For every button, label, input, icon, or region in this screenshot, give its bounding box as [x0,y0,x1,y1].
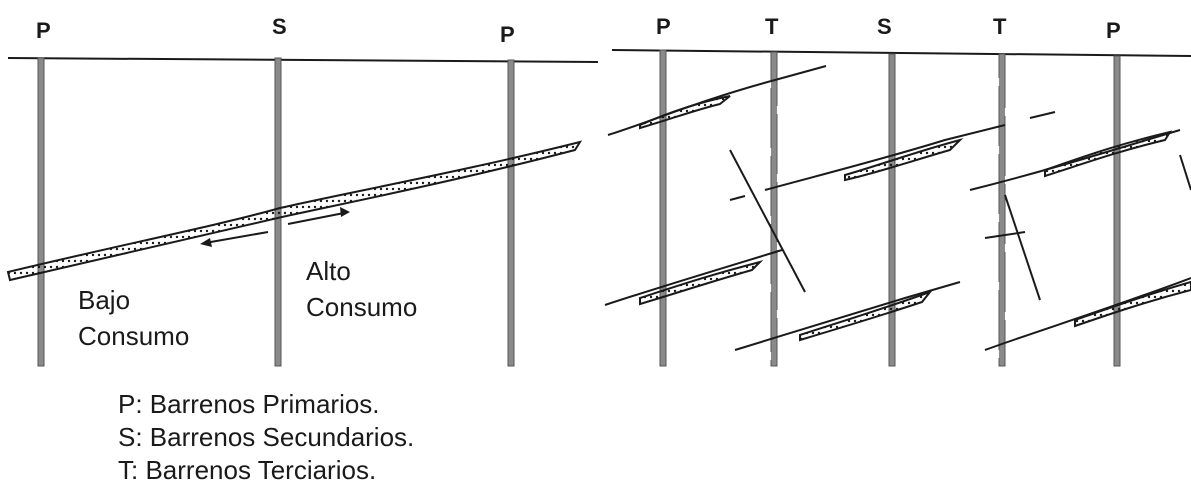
high-consumption-label-line2: Consumo [306,292,417,322]
low-consumption-arrow-head [200,238,212,247]
left-label-secondary: S [272,14,287,39]
left-vein [6,140,583,282]
right-panel: P T S T P [604,14,1191,367]
right-borehole-secondary [888,53,896,367]
right-boreholes [659,49,1121,367]
right-label-tertiary-1: T [765,14,779,39]
right-borehole-primary-1 [659,49,667,367]
right-label-primary-1: P [656,14,671,39]
right-label-tertiary-2: T [993,14,1007,39]
left-panel: P S P Bajo Consumo Alto Consumo [6,14,599,367]
right-vein-segments [604,65,1191,351]
high-consumption-label-line1: Alto [306,256,351,286]
low-consumption-label-line2: Consumo [78,321,189,351]
right-label-secondary: S [877,14,892,39]
left-label-primary-2: P [500,22,515,47]
right-free-face-line [611,49,1191,57]
legend-item-primary: P: Barrenos Primarios. [118,389,380,419]
legend-item-secondary: S: Barrenos Secundarios. [118,422,415,452]
legend: P: Barrenos Primarios. S: Barrenos Secun… [118,388,414,487]
low-consumption-label-line1: Bajo [78,285,130,315]
left-borehole-primary-1 [37,57,45,367]
consumption-arrows [200,207,350,247]
legend-item-tertiary: T: Barrenos Terciarios. [118,455,377,485]
left-borehole-primary-2 [507,59,515,367]
high-consumption-arrow [287,212,345,225]
right-borehole-tertiary-1 [770,51,778,367]
low-consumption-arrow [204,231,269,244]
right-label-primary-2: P [1106,18,1121,43]
left-free-face-line [7,57,599,63]
right-borehole-tertiary-2 [998,53,1006,367]
high-consumption-arrow-head [340,207,350,217]
right-borehole-primary-2 [1113,55,1121,367]
left-label-primary-1: P [36,18,51,43]
